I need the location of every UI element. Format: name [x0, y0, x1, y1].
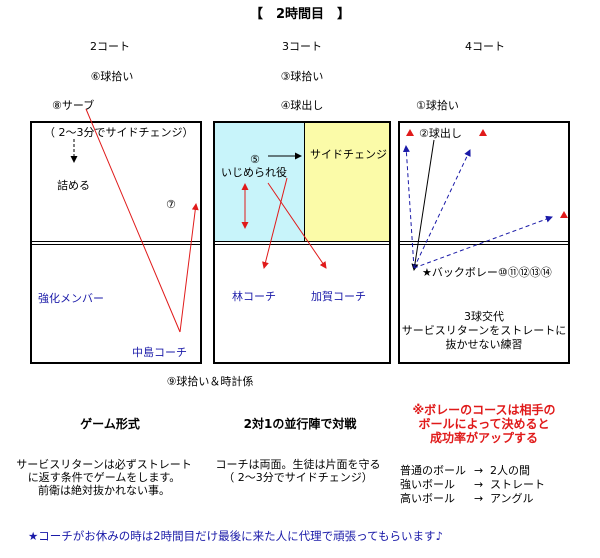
ball-arrow-normal: → [474, 464, 484, 477]
formation-line-2: （ 2～3分でサイドチェンジ） [223, 471, 373, 484]
court-3-role-ballpicker: ③球拾い [280, 70, 324, 83]
ball-type-strong: 強いボール [400, 478, 455, 491]
court-2-net [32, 241, 200, 245]
court-2-header: 2コート [90, 40, 130, 53]
court-4-volley-2 [413, 149, 471, 269]
court-2-side-change-note: （ 2～3分でサイドチェンジ） [44, 126, 194, 139]
court-2-below-role: ⑨球拾い＆時計係 [166, 375, 254, 388]
court-3-diag-arrow [262, 177, 288, 269]
ball-arrow-high: → [474, 492, 484, 505]
court-4-net [400, 241, 568, 245]
formation-line-1: コーチは両面。生徒は片面を守る [215, 458, 381, 471]
court-3-coach-b: 加賀コーチ [311, 290, 366, 303]
court-4-back-volley: ★バックボレー⑩⑪⑫⑬⑭ [422, 266, 552, 279]
court-3-header: 3コート [282, 40, 322, 53]
court-4-practice-line-2: 抜かせない練習 [445, 338, 523, 351]
court-3 [213, 121, 391, 364]
court-4-target-1 [406, 129, 414, 136]
game-format-title: ゲーム形式 [80, 417, 140, 431]
court-2-number-7: ⑦ [166, 198, 176, 211]
ball-target-normal: 2人の間 [490, 464, 530, 477]
court-3-target-role: いじめられ役 [221, 166, 287, 179]
ball-arrow-strong: → [474, 478, 484, 491]
ball-type-normal: 普通のボール [400, 464, 466, 477]
volley-tip-line-1: ※ボレーのコースは相手の [412, 403, 556, 417]
court-2-return-arrow [179, 203, 199, 333]
court-4-role-ballpicker: ①球拾い [416, 99, 459, 112]
court-4 [398, 121, 570, 364]
court-3-right-zone [304, 123, 389, 241]
court-4-target-2 [479, 129, 487, 136]
court-4-header: 4コート [465, 40, 505, 53]
court-2-role-ballpicker: ⑥球拾い [90, 70, 134, 83]
court-3-coach-a: 林コーチ [232, 290, 276, 303]
court-3-number-5: ⑤ [250, 153, 260, 166]
court-4-practice-line-1: サービスリターンをストレートに [401, 324, 567, 337]
game-format-line-1: サービスリターンは必ずストレート [16, 458, 192, 471]
court-3-left-zone [215, 123, 304, 241]
court-2-role-serve: ⑧サーブ [52, 99, 95, 112]
ball-type-high: 高いボール [400, 492, 455, 505]
footer-note: ★コーチがお休みの時は2時間目だけ最後に来た人に代理で頑張ってもらいます♪ [28, 529, 443, 543]
court-3-net [215, 241, 389, 245]
court-2-advance-label: 詰める [57, 179, 90, 192]
game-format-line-2: に返す条件でゲームをします。 [27, 471, 181, 484]
court-2-coach: 中島コーチ [132, 346, 187, 359]
volley-tip-line-2: ボールによって決めると [418, 417, 550, 431]
court-4-volley-1 [402, 145, 415, 269]
court-4-rotation: 3球交代 [464, 310, 504, 323]
court-4-target-3 [560, 211, 568, 218]
game-format-line-3: 前衛は絶対抜かれない事。 [38, 484, 170, 497]
court-4-feed-arrow [411, 139, 435, 271]
court-3-side-change: サイドチェンジ [310, 148, 387, 161]
page-title: 【 2時間目 】 [249, 7, 351, 22]
court-4-volley-3 [413, 215, 553, 269]
formation-title: 2対1の並行陣で対戦 [243, 417, 357, 431]
court-4-feeder: ②球出し [419, 127, 462, 140]
ball-target-high: アングル [490, 492, 534, 505]
court-2 [30, 121, 202, 364]
court-2-strong-members: 強化メンバー [38, 292, 104, 305]
court-2-serve-line [85, 108, 181, 333]
volley-tip-line-3: 成功率がアップする [429, 431, 539, 445]
court-3-role-feeder: ④球出し [280, 99, 324, 112]
ball-target-strong: ストレート [490, 478, 545, 491]
court-3-cross-arrow [267, 182, 327, 269]
